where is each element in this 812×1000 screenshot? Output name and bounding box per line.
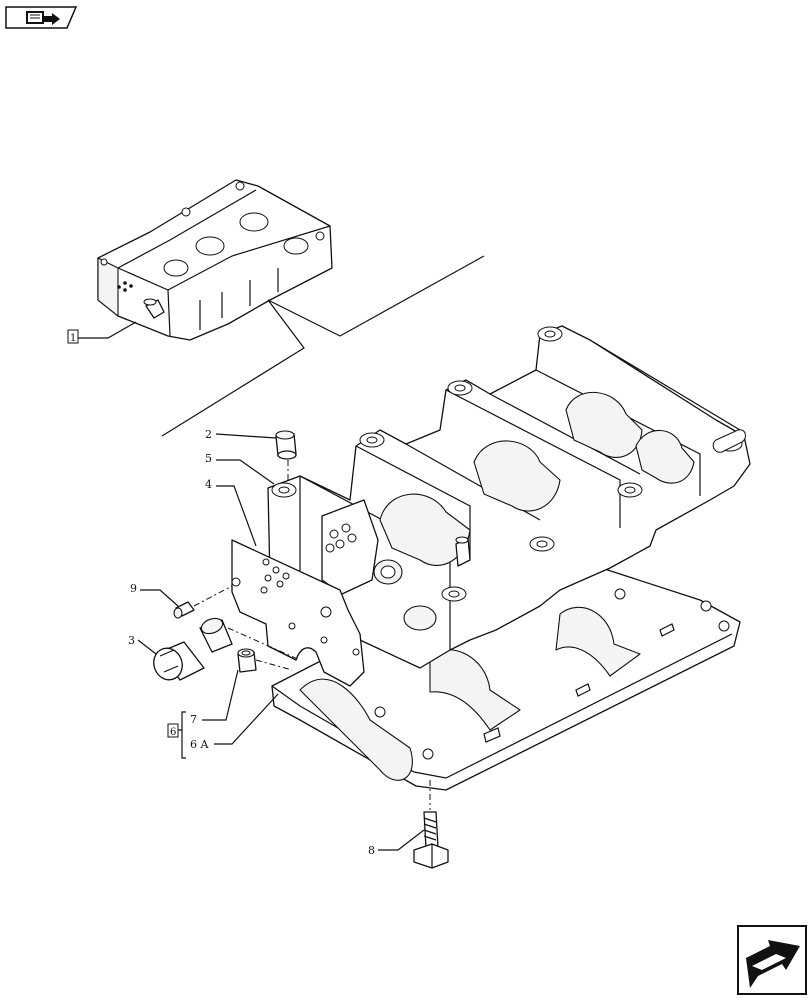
book-arrow-icon[interactable] [5, 6, 78, 29]
callout-6a-leader [214, 693, 279, 745]
callout-4-leader [216, 485, 257, 547]
callout-3-label: 3 [128, 634, 135, 647]
callout-6a-label: 6 A [190, 738, 209, 751]
callout-2-leader [215, 433, 277, 439]
callout-5-leader [216, 459, 275, 485]
callout-7-label: 7 [190, 713, 197, 726]
callout-1-label: 1 [70, 333, 76, 344]
callout-8-label: 8 [368, 844, 375, 857]
dowel-pin-part [173, 601, 195, 619]
plug-part [275, 430, 297, 460]
bushing-dashline [255, 659, 293, 671]
callout-6-label: 6 [170, 727, 176, 738]
main-housing [267, 325, 751, 791]
callout-5-label: 5 [205, 452, 212, 465]
relief-plug-part [153, 617, 233, 681]
callout-7-leader [202, 669, 239, 721]
overview-leader-line-2 [161, 299, 305, 437]
callout-6-bracket [178, 711, 186, 759]
cover-plate [231, 539, 365, 687]
callout-8-leader [378, 829, 425, 851]
callout-9-leader [140, 589, 179, 607]
callout-1-leader [78, 321, 137, 339]
callout-9-label: 9 [130, 582, 137, 595]
bushing-part [237, 648, 257, 673]
overview-assembly-thumbnail [97, 179, 333, 341]
next-page-arrow-icon[interactable] [737, 925, 807, 995]
relief-plug-dashline [227, 627, 301, 661]
callout-2-label: 2 [205, 428, 212, 441]
overview-leader-line [267, 255, 485, 337]
callout-1-box [67, 329, 79, 344]
callout-3-leader [137, 639, 157, 655]
dowel-pin-dashline [193, 585, 233, 607]
callout-4-label: 4 [205, 478, 212, 491]
bolt-part [413, 811, 449, 869]
